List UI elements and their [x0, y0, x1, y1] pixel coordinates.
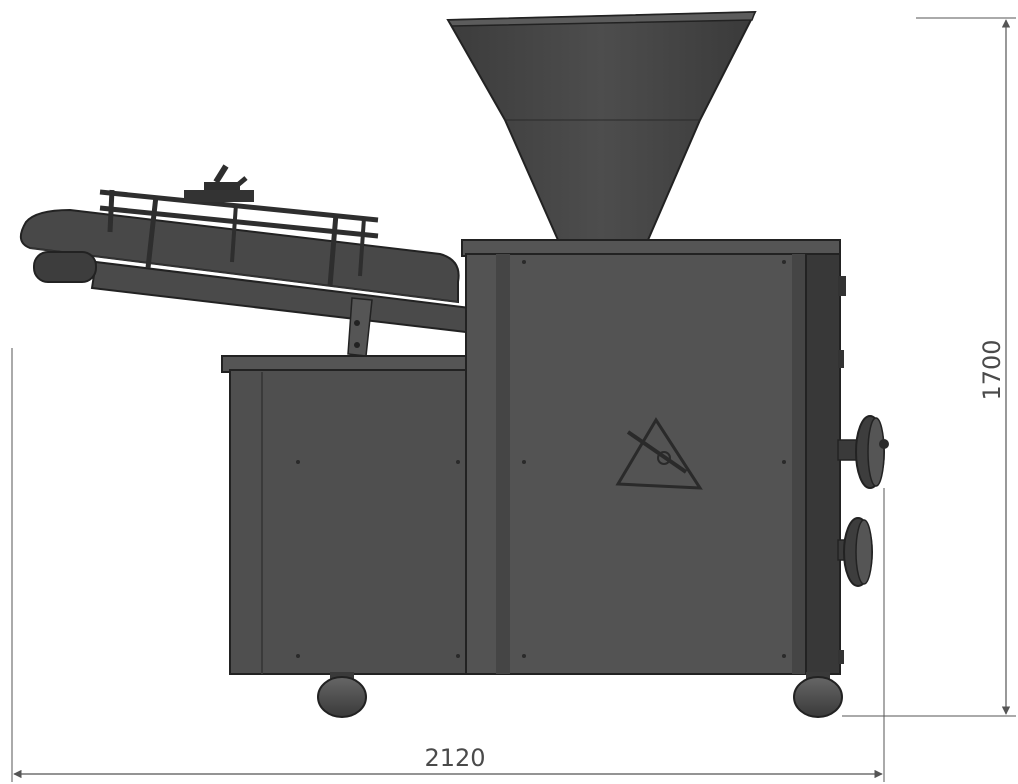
- lower-cabinet: [221, 355, 473, 675]
- upper-handwheel: [837, 415, 889, 489]
- main-cabinet: [461, 239, 846, 675]
- height-dimension-label: 1700: [978, 339, 1006, 400]
- lower-handwheel: [837, 517, 873, 587]
- front-wheel: [317, 672, 367, 718]
- hopper: [446, 10, 757, 241]
- rear-wheel: [793, 672, 843, 718]
- conveyor-belt: [19, 164, 460, 304]
- width-dimension: 2120: [11, 348, 885, 782]
- height-dimension: 1700: [842, 17, 1016, 717]
- brand-logo-icon: [615, 417, 703, 490]
- width-dimension-label: 2120: [424, 744, 485, 772]
